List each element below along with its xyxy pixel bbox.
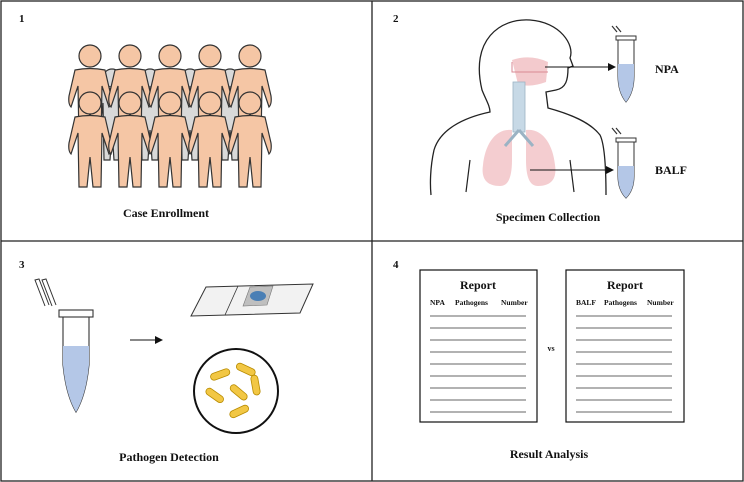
report-lines: [576, 315, 672, 413]
petri-dish-bacteria-icon: [193, 348, 279, 434]
front-row-people: [68, 91, 272, 188]
panel-number-4: 4: [393, 259, 399, 271]
report-title: Report: [607, 278, 643, 292]
panel-number-2: 2: [393, 13, 399, 25]
trachea: [512, 81, 526, 133]
panel-pathogen-detection: 3 Pathogen Detection: [19, 259, 314, 464]
npa-label: NPA: [655, 62, 679, 76]
panel-number-1: 1: [19, 13, 25, 25]
report-column-pathogens: Pathogens: [455, 298, 488, 307]
report-column-number: Number: [647, 298, 674, 307]
human-silhouette-icon: [429, 19, 607, 196]
microscope-slide-icon: [190, 283, 314, 317]
report-column-number: Number: [501, 298, 528, 307]
comparison-label: vs: [547, 344, 554, 353]
report-lines: [430, 315, 526, 413]
panel-result-analysis: 4 Report NPA Pathogens Number vs Report: [393, 259, 685, 461]
npa-tube-icon: [611, 25, 637, 103]
right-lung: [526, 129, 556, 186]
report-title: Report: [460, 278, 496, 292]
report-column-specimen: BALF: [576, 298, 596, 307]
panel-label-specimen-collection: Specimen Collection: [496, 210, 601, 224]
report-column-pathogens: Pathogens: [604, 298, 637, 307]
panel-label-case-enrollment: Case Enrollment: [123, 206, 209, 220]
panel-label-result-analysis: Result Analysis: [510, 447, 589, 461]
panel-number-3: 3: [19, 259, 25, 271]
balf-tube-icon: [611, 127, 637, 199]
panel-specimen-collection: 2 NPA BAL: [393, 13, 687, 224]
report-npa: Report NPA Pathogens Number: [419, 269, 538, 423]
panel-label-pathogen-detection: Pathogen Detection: [119, 450, 219, 464]
report-column-specimen: NPA: [430, 298, 445, 307]
sample-tube-icon: [34, 278, 94, 414]
crowd-icon: [68, 44, 272, 188]
panel-case-enrollment: 1 Case Enrollment: [19, 13, 272, 220]
left-lung: [482, 129, 512, 186]
report-balf: Report BALF Pathogens Number: [565, 269, 685, 423]
balf-label: BALF: [655, 163, 687, 177]
